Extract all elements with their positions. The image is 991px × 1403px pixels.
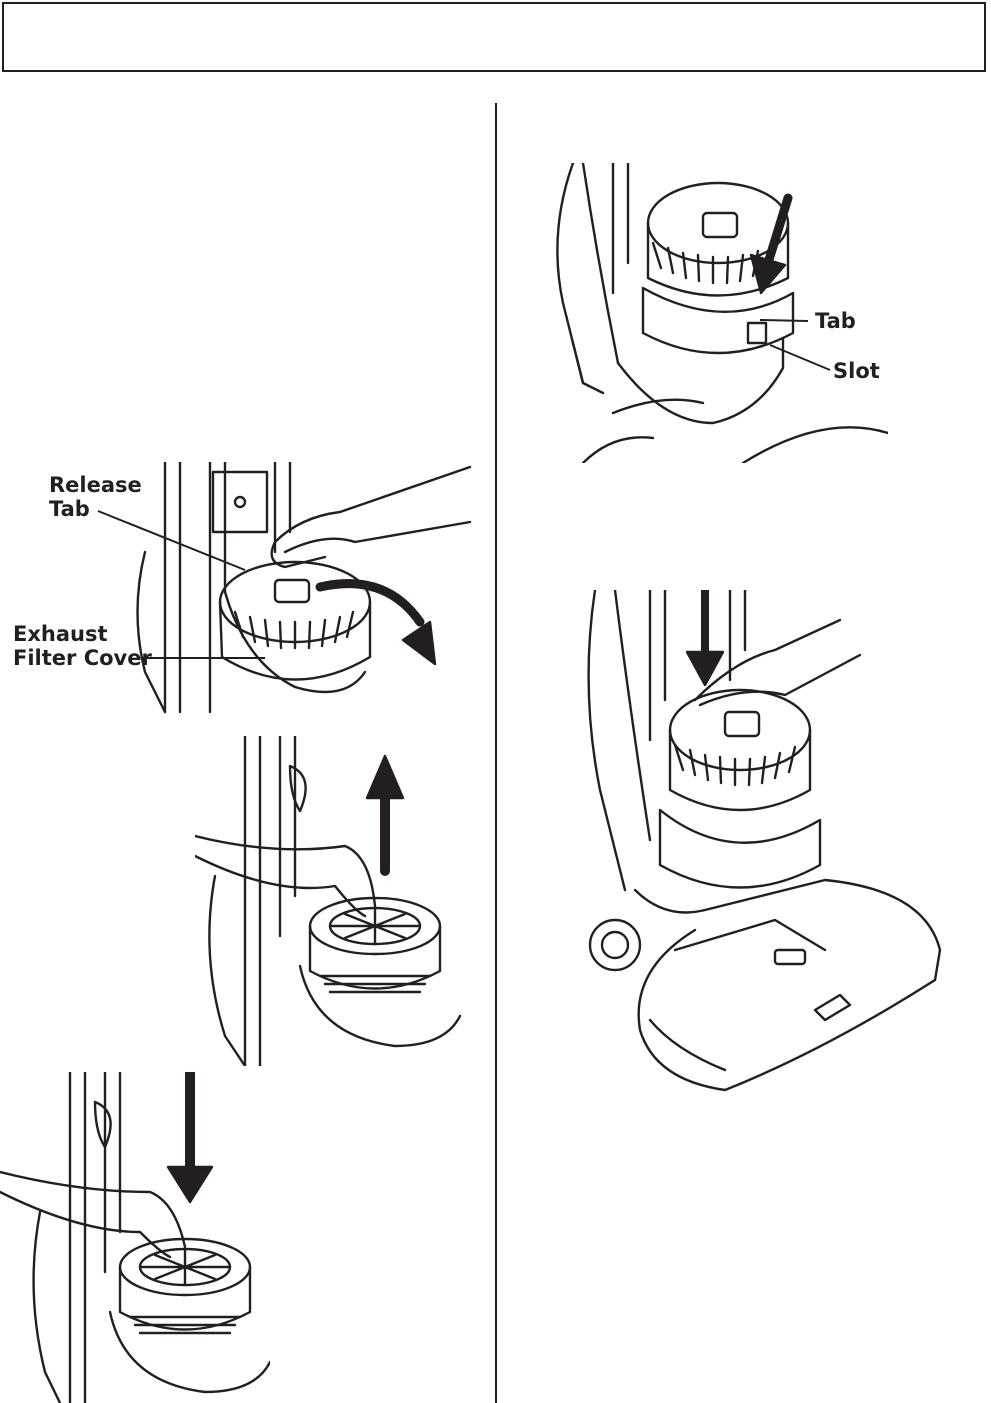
label-release-tab: Release Tab <box>49 473 142 521</box>
header-box <box>2 2 986 72</box>
label-slot: Slot <box>833 359 880 383</box>
figure-snap-cover <box>575 590 945 1095</box>
label-tab: Tab <box>815 309 856 333</box>
column-divider <box>495 103 497 1403</box>
label-exhaust-line1: Exhaust <box>13 622 152 646</box>
label-release-tab-line2: Tab <box>49 497 142 521</box>
figure-remove-cover <box>125 462 475 714</box>
label-exhaust-filter-cover: Exhaust Filter Cover <box>13 622 152 670</box>
label-release-tab-line1: Release <box>49 473 142 497</box>
figure-lift-filter <box>195 736 465 1066</box>
figure-insert-filter <box>0 1072 270 1403</box>
label-exhaust-line2: Filter Cover <box>13 646 152 670</box>
